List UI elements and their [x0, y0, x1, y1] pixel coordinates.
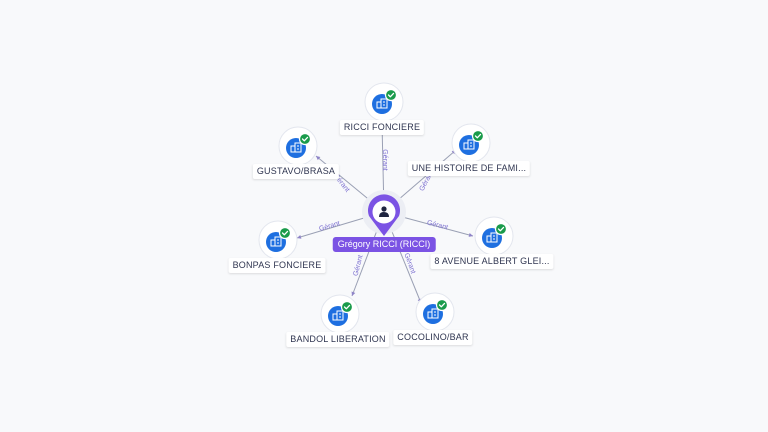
- company-node[interactable]: [320, 294, 360, 334]
- company-node[interactable]: [415, 292, 455, 332]
- company-label[interactable]: BONPAS FONCIERE: [228, 258, 326, 273]
- edge-label: Gérant: [318, 220, 341, 233]
- company-label[interactable]: 8 AVENUE ALBERT GLEI...: [430, 254, 554, 269]
- building-icon: [376, 98, 388, 109]
- person-node[interactable]: [362, 190, 406, 236]
- edge-line: [296, 217, 365, 239]
- building-icon: [270, 236, 282, 247]
- building-icon: [290, 142, 302, 153]
- edge-line: [315, 155, 369, 200]
- check-icon: [298, 132, 312, 146]
- arrow-head-icon: [316, 156, 321, 161]
- company-label[interactable]: COCOLINO/BAR: [393, 330, 473, 345]
- company-label[interactable]: BANDOL LIBERATION: [286, 332, 390, 347]
- building-icon: [427, 308, 439, 319]
- company-node[interactable]: [451, 123, 491, 163]
- company-node[interactable]: [364, 82, 404, 122]
- edge-gerant: Gérant: [403, 216, 474, 237]
- arrow-head-icon: [297, 234, 302, 239]
- arrow-head-icon: [351, 291, 356, 296]
- company-label[interactable]: GUSTAVO/BRASA: [252, 164, 340, 179]
- edge-gerant: Gérant: [296, 217, 365, 239]
- company-node[interactable]: [278, 126, 318, 166]
- building-icon: [486, 232, 498, 243]
- check-icon: [494, 222, 508, 236]
- building-icon: [332, 310, 344, 321]
- person-label[interactable]: Grégory RICCI (RICCI): [332, 237, 436, 252]
- building-icon: [463, 139, 475, 150]
- check-icon: [435, 298, 449, 312]
- arrow-head-icon: [468, 233, 473, 237]
- check-icon: [384, 88, 398, 102]
- edge-label: Gérant: [353, 254, 365, 277]
- company-node[interactable]: [474, 216, 514, 256]
- edge-label: Gérant: [381, 149, 388, 170]
- company-node[interactable]: [258, 220, 298, 260]
- person-icon: [379, 206, 389, 217]
- check-icon: [278, 226, 292, 240]
- check-icon: [471, 129, 485, 143]
- company-label[interactable]: RICCI FONCIERE: [339, 120, 425, 135]
- edge-line: [403, 216, 474, 237]
- check-icon: [340, 300, 354, 314]
- edge-label: Gérant: [426, 220, 449, 232]
- company-label[interactable]: UNE HISTOIRE DE FAMI...: [407, 161, 531, 176]
